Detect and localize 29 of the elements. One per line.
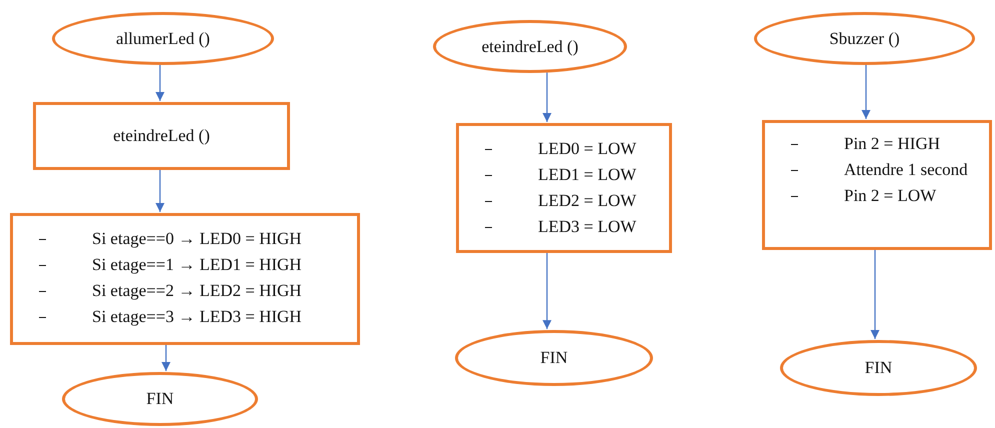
arrow	[542, 72, 552, 122]
arrow	[862, 65, 870, 119]
process-box	[456, 123, 672, 253]
node-label: FIN	[540, 348, 568, 368]
node-label: Sbuzzer ()	[829, 28, 900, 48]
list-item: Si etage==0 → LED0 = HIGH	[92, 229, 302, 249]
node-label: FIN	[864, 358, 892, 378]
node-label: eteindreLed ()	[113, 126, 210, 146]
process-box	[10, 213, 360, 345]
process-box	[33, 102, 290, 170]
list-item: Si etage==3 → LED3 = HIGH	[92, 307, 302, 327]
list-item: Si etage==1 → LED1 = HIGH	[92, 255, 302, 275]
arrow	[156, 170, 164, 212]
arrow	[156, 65, 164, 101]
list-item: LED2 = LOW	[538, 191, 636, 211]
node-label: eteindreLed ()	[482, 36, 578, 56]
arrow	[542, 253, 552, 330]
node-label: allumerLed ()	[116, 28, 210, 48]
list-item: Pin 2 = LOW	[844, 186, 936, 206]
list-item: Pin 2 = HIGH	[844, 134, 940, 154]
process-box	[762, 120, 992, 250]
list-item: LED0 = LOW	[538, 139, 636, 159]
list-item: Si etage==2 → LED2 = HIGH	[92, 281, 302, 301]
arrow	[870, 250, 880, 340]
node-label: FIN	[146, 389, 174, 409]
list-item: LED3 = LOW	[538, 217, 636, 237]
list-item: Attendre 1 second	[844, 160, 968, 180]
arrow	[162, 345, 170, 372]
list-item: LED1 = LOW	[538, 165, 636, 185]
